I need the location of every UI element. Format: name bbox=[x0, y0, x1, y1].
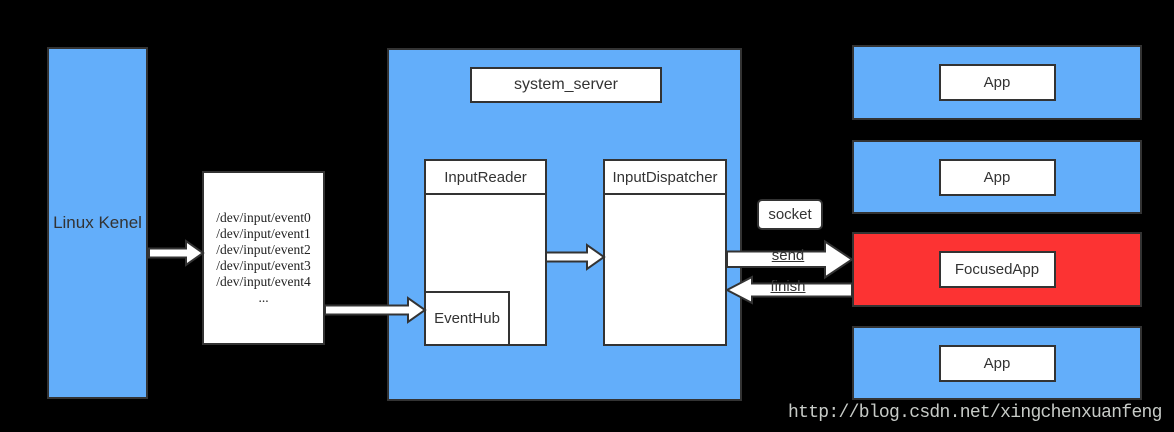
device-node-ellipsis: ... bbox=[258, 290, 269, 305]
watermark-url: http://blog.csdn.net/xingchenxuanfeng bbox=[788, 403, 1162, 423]
send-arrow-label: send bbox=[771, 247, 805, 264]
focused-app-row: FocusedApp bbox=[852, 232, 1142, 307]
system-server-title-box: system_server bbox=[470, 67, 662, 103]
focused-app-label: FocusedApp bbox=[954, 261, 1040, 278]
device-node-line: /dev/input/event0 bbox=[216, 210, 311, 225]
device-node-line: /dev/input/event4 bbox=[216, 274, 311, 289]
socket-label: socket bbox=[768, 206, 812, 223]
device-node-line: /dev/input/event2 bbox=[216, 242, 311, 257]
linux-kernel-box: Linux Kenel bbox=[47, 47, 148, 399]
app-label-box: App bbox=[938, 344, 1056, 382]
socket-badge: socket bbox=[757, 199, 823, 230]
system-server-title: system_server bbox=[513, 76, 619, 93]
arrow-kernel-to-devnodes bbox=[148, 239, 205, 267]
app-label-box: App bbox=[938, 158, 1056, 196]
app-row: App bbox=[852, 326, 1142, 400]
app-row: App bbox=[852, 140, 1142, 214]
input-dispatcher-title: InputDispatcher bbox=[605, 161, 725, 195]
device-node-line: /dev/input/event3 bbox=[216, 258, 311, 273]
input-dispatcher-box: InputDispatcher bbox=[603, 159, 727, 346]
app-label: App bbox=[983, 74, 1011, 91]
focused-app-label-box: FocusedApp bbox=[938, 251, 1056, 288]
device-nodes-box: /dev/input/event0 /dev/input/event1 /dev… bbox=[202, 171, 325, 345]
event-hub-label: EventHub bbox=[434, 310, 500, 327]
event-hub-box: EventHub bbox=[424, 291, 510, 346]
device-node-line: /dev/input/event1 bbox=[216, 226, 311, 241]
finish-arrow-label: finish bbox=[770, 278, 806, 295]
app-label-box: App bbox=[938, 64, 1056, 101]
input-reader-title: InputReader bbox=[426, 161, 545, 195]
app-label: App bbox=[983, 354, 1011, 372]
app-row: App bbox=[852, 45, 1142, 120]
linux-kernel-label: Linux Kenel bbox=[53, 213, 142, 232]
app-label: App bbox=[983, 168, 1011, 186]
